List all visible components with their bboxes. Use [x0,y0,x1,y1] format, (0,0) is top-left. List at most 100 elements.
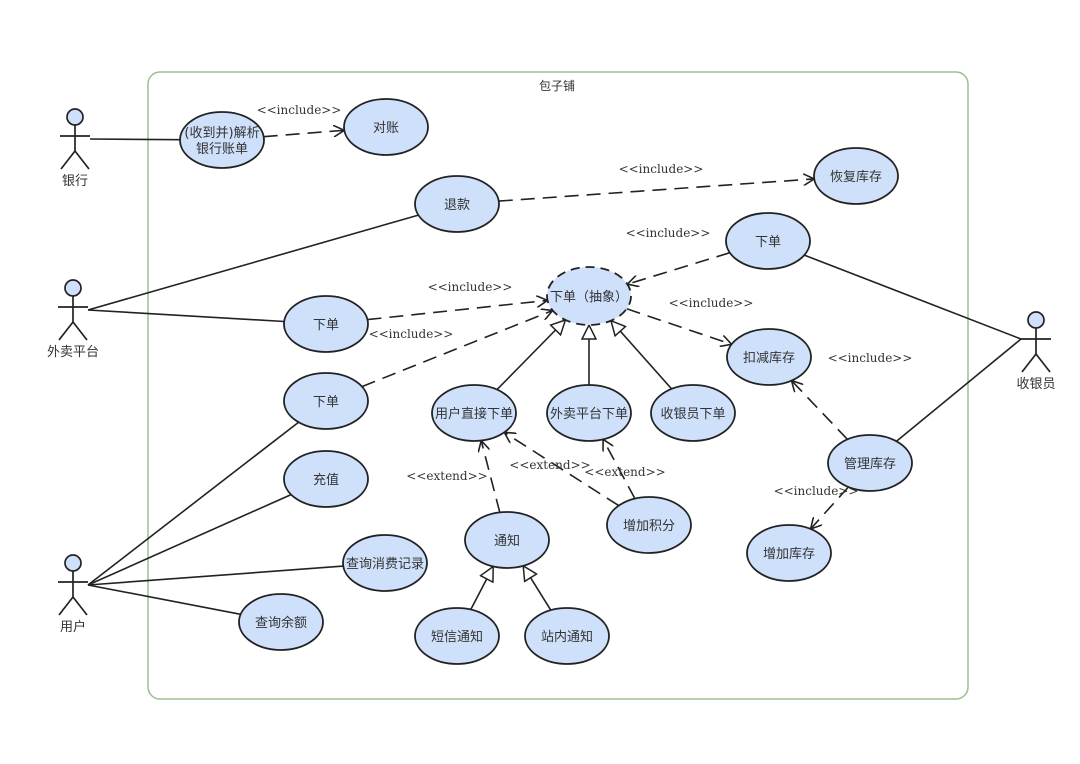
actor-cashier[interactable]: 收银员 [1016,311,1056,392]
association-line-user-to-query_balance [87,584,241,616]
include-line-manage_stock-to-add_stock [811,486,849,529]
usecase-label: 增加积分 [623,519,675,534]
usecase-label: (收到并)解析 [184,126,259,141]
stereotype-labels-layer: <<include>> <<include>> <<include>> <<inclu… [257,103,913,498]
generalization-line-cashier_place-to-abstract_order [611,321,673,390]
stick-figure-icon [60,108,90,170]
stick-figure-icon [1021,311,1051,373]
usecase-label: 对账 [373,121,399,136]
relations-layer [87,130,1022,616]
actor-user[interactable]: 用户 [58,554,88,635]
association-line-user-to-query_records [87,565,344,586]
usecase-add-stock[interactable]: 增加库存 [746,524,832,582]
include-line-user_order-to-abstract_order [361,311,553,388]
usecase-ellipse[interactable] [606,496,692,554]
usecase-platform-order[interactable]: 外卖平台下单 [546,384,632,442]
include-line-abstract_order-to-deduct_stock [626,308,732,345]
actor-label: 银行 [62,174,88,189]
include-stereotype-label: <<include>> [257,103,342,117]
usecase-ellipse[interactable] [725,212,811,270]
usecase-site-notify[interactable]: 站内通知 [524,607,610,665]
usecase-label: 退款 [444,198,470,213]
usecase-ellipse[interactable] [283,372,369,430]
usecase-query-balance[interactable]: 查询余额 [238,593,324,651]
usecase-label: 恢复库存 [830,169,882,185]
usecase-label: 下单 [755,235,781,250]
usecase-ellipse[interactable] [813,147,899,205]
association-line-takeout-to-refund [87,214,419,311]
usecase-user-order[interactable]: 下单 [283,372,369,430]
association-line-user-to-recharge [87,493,292,586]
include-stereotype-label: <<include>> [428,280,513,294]
usecase-ellipse[interactable] [238,593,324,651]
usecase-add-points[interactable]: 增加积分 [606,496,692,554]
include-line-refund-to-restore_stock [498,179,814,202]
usecase-label: 下单（抽象） [550,290,628,305]
actor-bank[interactable]: 银行 [60,108,90,189]
usecase-label: 增加库存 [763,546,815,562]
usecase-ellipse[interactable] [524,607,610,665]
usecase-notify[interactable]: 通知 [464,511,550,569]
extend-line-notify-to-user_direct [481,441,501,513]
usecase-label: 管理库存 [844,456,896,472]
stick-figure-icon [58,554,88,616]
usecase-sms-notify[interactable]: 短信通知 [414,607,500,665]
association-line-cashier-to-manage_stock [895,338,1022,442]
usecase-ellipse[interactable] [726,328,812,386]
usecase-cashier-order[interactable]: 下单 [725,212,811,270]
usecase-query-records[interactable]: 查询消费记录 [342,534,428,592]
usecase-ellipse[interactable] [179,111,265,169]
usecase-label: 扣减库存 [743,350,795,366]
extend-stereotype-label: <<extend>> [406,469,487,483]
usecase-label: 短信通知 [431,629,483,645]
include-line-manage_stock-to-deduct_stock [792,381,849,440]
usecase-ellipse[interactable] [414,175,500,233]
usecase-ellipse[interactable] [546,266,632,326]
usecase-abstract-order[interactable]: 下单（抽象） [546,266,632,326]
system-title: 包子铺 [539,79,575,93]
usecase-ellipse[interactable] [283,295,369,353]
usecase-deduct-stock[interactable]: 扣减库存 [726,328,812,386]
generalization-line-user_direct-to-abstract_order [496,320,565,391]
usecase-ellipse[interactable] [546,384,632,442]
usecase-reconcile[interactable]: 对账 [343,98,429,156]
usecase-label: 通知 [494,533,520,549]
usecase-ellipse[interactable] [343,98,429,156]
include-stereotype-label: <<include>> [828,351,913,365]
stick-figure-icon [58,279,88,341]
usecase-takeout-order[interactable]: 下单 [283,295,369,353]
usecase-ellipse[interactable] [746,524,832,582]
generalization-line-sms_notify-to-notify [470,567,493,610]
association-line-cashier-to-cashier_order [804,254,1022,340]
usecase-recharge[interactable]: 充值 [283,450,369,508]
actor-takeout[interactable]: 外卖平台 [47,279,99,360]
usecase-cashier-place[interactable]: 收银员下单 [650,384,736,442]
association-line-takeout-to-takeout_order [87,309,285,323]
usecase-manage-stock[interactable]: 管理库存 [827,434,913,492]
usecase-ellipse[interactable] [342,534,428,592]
extend-stereotype-label: <<extend>> [584,465,665,479]
include-stereotype-label: <<include>> [774,484,859,498]
usecase-label: 查询消费记录 [346,557,424,572]
usecase-label: 银行账单 [196,142,248,157]
association-line-user-to-user_order [87,421,300,586]
include-stereotype-label: <<include>> [669,296,754,310]
usecase-ellipse[interactable] [283,450,369,508]
usecase-ellipse[interactable] [650,384,736,442]
usecase-label: 下单 [313,395,339,410]
usecase-label: 外卖平台下单 [550,407,628,422]
usecases-layer: (收到并)解析银行账单对账退款恢复库存下单下单（抽象）下单下单扣减库存用户直接下… [179,98,913,665]
usecase-ellipse[interactable] [414,607,500,665]
usecase-ellipse[interactable] [464,511,550,569]
include-stereotype-label: <<include>> [369,327,454,341]
usecase-ellipse[interactable] [827,434,913,492]
usecase-restore-stock[interactable]: 恢复库存 [813,147,899,205]
include-line-takeout_order-to-abstract_order [367,300,548,321]
usecase-refund[interactable]: 退款 [414,175,500,233]
usecase-ellipse[interactable] [431,384,517,442]
usecase-user-direct[interactable]: 用户直接下单 [431,384,517,442]
system-boundary [147,71,969,700]
